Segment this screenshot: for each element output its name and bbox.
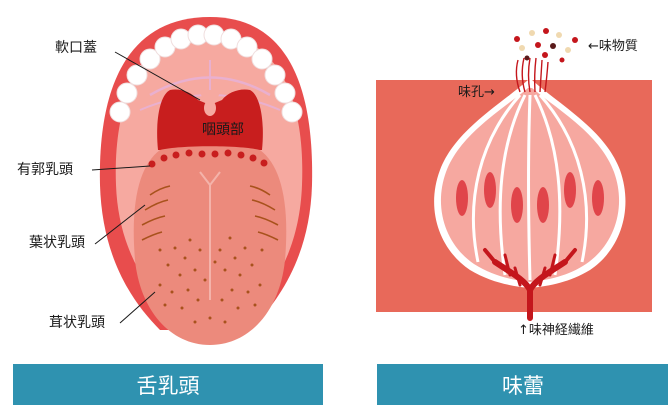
label-fungiform-papillae: 茸状乳頭: [49, 315, 105, 331]
label-soft-palate: 軟口蓋: [55, 40, 97, 56]
taste-substance-particles: [514, 28, 578, 63]
label-pharynx: 咽頭部: [202, 122, 244, 138]
taste-bud-illustration: ←味物質 味孔→ ↑味神経繊維: [376, 28, 652, 338]
tongue-illustration: 軟口蓋 咽頭部 有郭乳頭 葉状乳頭 茸状乳頭: [17, 17, 312, 345]
caption-taste-bud: 味蕾: [502, 374, 544, 398]
label-taste-substance: ←味物質: [588, 39, 638, 54]
label-foliate-papillae: 葉状乳頭: [29, 235, 85, 251]
label-gustatory-nerve-fiber: ↑味神経繊維: [518, 322, 594, 338]
label-circumvallate-papillae: 有郭乳頭: [17, 161, 73, 178]
label-taste-pore: 味孔→: [458, 85, 495, 100]
caption-tongue-papillae: 舌乳頭: [137, 374, 200, 398]
